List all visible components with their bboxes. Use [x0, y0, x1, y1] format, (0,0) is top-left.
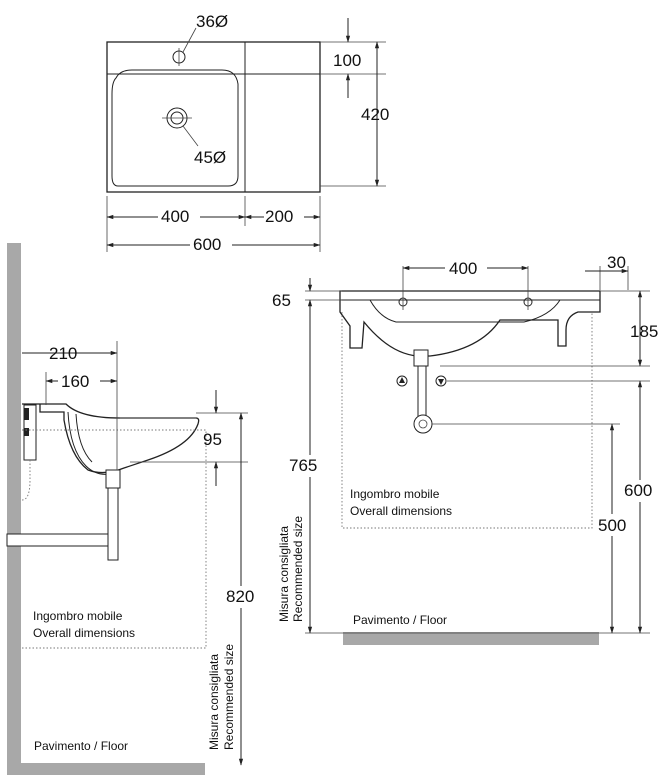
- side-recommended-line1: Misura consigliata: [207, 654, 221, 750]
- side-view: Ingombro mobile Overall dimensions 210 1…: [6, 243, 262, 775]
- tap-hole-leader: [182, 27, 197, 53]
- cold-water-marker: [435, 375, 447, 387]
- dim-600-top-label: 600: [193, 235, 221, 254]
- cabinet-outline-side: [22, 429, 207, 649]
- cabinet-outline-front: [341, 312, 593, 529]
- dim-400-front-label: 400: [449, 259, 477, 278]
- dim-200-label: 200: [265, 207, 293, 226]
- basin-inner-curve-2: [75, 413, 93, 463]
- dim-160-label: 160: [61, 372, 89, 391]
- basin-front-outline: [339, 290, 601, 357]
- front-trap-outlet: [413, 414, 433, 434]
- drain-hole-leader: [182, 125, 199, 147]
- tap-hole-label: 36Ø: [196, 12, 228, 31]
- side-cabinet-line2: Overall dimensions: [33, 626, 135, 640]
- dim-600-front-label: 600: [624, 481, 652, 500]
- floor-right: [343, 632, 599, 645]
- dim-420-label: 420: [361, 105, 389, 124]
- trap-body: [105, 469, 121, 489]
- dim-65-label: 65: [272, 291, 291, 310]
- front-recommended-line2: Recommended size: [291, 516, 305, 622]
- basin-inner-curve: [67, 411, 111, 475]
- waste-pipe: [6, 533, 109, 547]
- basin-front-inner: [369, 299, 561, 323]
- drain-hole-label: 45Ø: [194, 148, 226, 167]
- dim-820-label: 820: [226, 587, 254, 606]
- dim-400-top-label: 400: [161, 207, 189, 226]
- dim-185-label: 185: [630, 322, 658, 341]
- hot-water-marker: [396, 375, 408, 387]
- dim-500-label: 500: [598, 516, 626, 535]
- front-view: Ingombro mobile Overall dimensions Pavim…: [272, 253, 663, 645]
- top-view: 36Ø 45Ø 100 420 400 200 600: [106, 12, 389, 254]
- front-recommended-line1: Misura consigliata: [277, 526, 291, 622]
- floor-left: [7, 763, 205, 775]
- side-floor-label: Pavimento / Floor: [34, 739, 128, 753]
- trap-pipe: [107, 487, 119, 561]
- front-drain: [413, 349, 429, 367]
- front-cabinet-line1: Ingombro mobile: [350, 487, 440, 501]
- bracket-dotted: [21, 460, 31, 501]
- front-floor-label: Pavimento / Floor: [353, 613, 447, 627]
- basin-outline-top: [106, 41, 321, 193]
- dim-95-label: 95: [203, 430, 222, 449]
- side-cabinet-line1: Ingombro mobile: [33, 609, 123, 623]
- side-recommended-line2: Recommended size: [222, 644, 236, 750]
- dim-100-label: 100: [333, 51, 361, 70]
- front-cabinet-line2: Overall dimensions: [350, 504, 452, 518]
- dim-30-label: 30: [607, 253, 626, 272]
- bowl-outline: [111, 69, 239, 187]
- dim-210-label: 210: [49, 344, 77, 363]
- wall: [7, 243, 21, 773]
- dim-765-label: 765: [289, 456, 317, 475]
